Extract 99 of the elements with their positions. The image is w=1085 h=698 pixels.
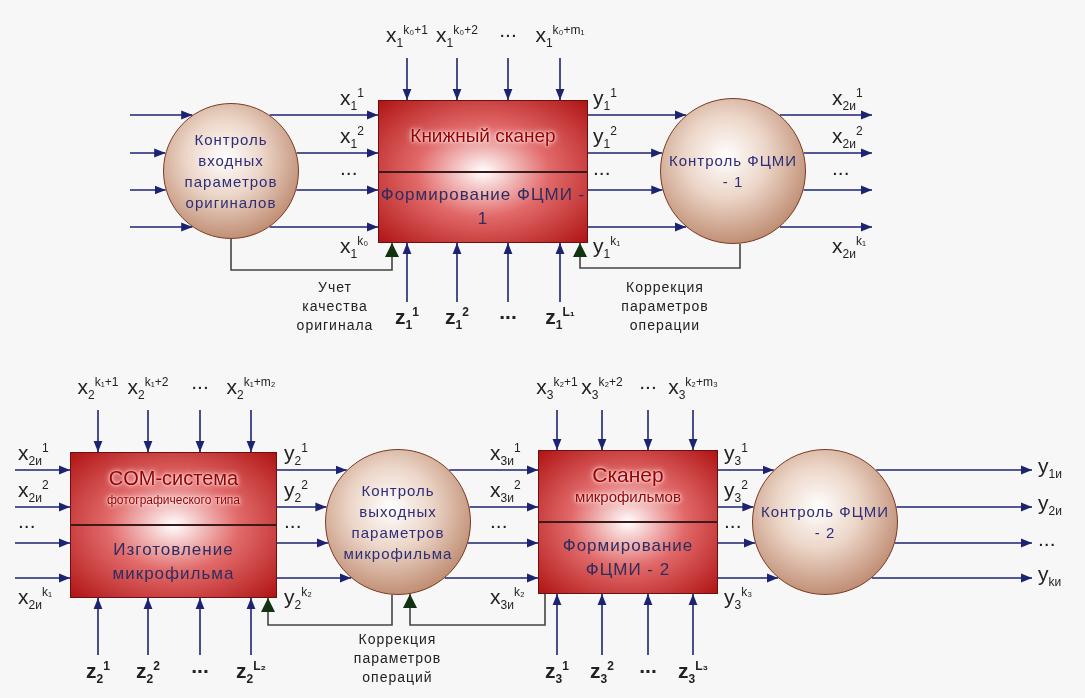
signal-label: y$_{1и}$ (1038, 454, 1062, 484)
signal-label: y$_{kи}$ (1038, 562, 1062, 592)
arrow (246, 409, 256, 453)
arrow (643, 409, 653, 451)
edge-label: Коррекция параметров операций (352, 630, 443, 687)
arrow (129, 148, 167, 158)
box-heading: Сканер (592, 464, 664, 486)
arrow (246, 597, 256, 656)
arrow (129, 222, 194, 232)
signal-label: ... (340, 156, 358, 180)
arrow (448, 465, 539, 475)
arrow (875, 465, 1033, 475)
arrow (552, 409, 562, 451)
arrow (14, 573, 71, 583)
arrow (643, 593, 653, 656)
arrow (195, 597, 205, 656)
arrow (295, 185, 379, 195)
signal-label: ... (1038, 527, 1056, 551)
arrow (717, 538, 756, 548)
arrow (587, 148, 664, 158)
arrow (802, 185, 873, 195)
signal-label: ... (191, 654, 209, 678)
arrow (717, 465, 775, 475)
signal-label: ... (284, 509, 302, 533)
signal-label: ... (639, 370, 657, 394)
feedback-arrow (402, 593, 546, 626)
process-box (538, 450, 718, 594)
node-label: Контроль ФЦМИ - 1 (667, 151, 799, 192)
box-heading: COM-система (108, 466, 239, 489)
feedback-arrow (260, 594, 393, 626)
arrow (503, 57, 513, 101)
node-label: Контроль выходных параметров микрофильма (342, 481, 454, 564)
box-heading: микрофильмов (575, 487, 681, 507)
process-box (70, 452, 277, 598)
arrow (503, 242, 513, 303)
arrow (195, 409, 205, 453)
arrow (802, 148, 873, 158)
box-text: Формирование ФЦМИ - 1 (379, 184, 587, 231)
arrow (444, 573, 539, 583)
box-text: Изготовление микрофильма (111, 538, 236, 585)
arrow (452, 242, 462, 303)
arrow (452, 57, 462, 101)
feedback-arrow (230, 238, 400, 271)
arrow (129, 110, 194, 120)
arrow (895, 502, 1033, 512)
arrow (276, 573, 352, 583)
arrow (555, 57, 565, 101)
signal-label: ... (593, 156, 611, 180)
signal-label: ... (499, 18, 517, 42)
feedback-arrow (572, 242, 741, 269)
arrow (276, 465, 348, 475)
arrow (14, 538, 71, 548)
arrow (779, 222, 873, 232)
node-label: Контроль входных параметров оригиналов (183, 130, 279, 213)
edge-label: Учет качества оригинала (295, 278, 375, 335)
arrow (894, 538, 1033, 548)
arrow (587, 110, 687, 120)
arrow (587, 222, 687, 232)
node-label: Контроль ФЦМИ - 2 (759, 502, 891, 543)
arrow (129, 185, 167, 195)
arrow (717, 502, 755, 512)
arrow (143, 597, 153, 656)
arrow (597, 409, 607, 451)
arrow (93, 409, 103, 453)
arrow (143, 409, 153, 453)
process-box (378, 100, 588, 243)
arrow (268, 110, 379, 120)
arrow (688, 409, 698, 451)
signal-label: y$_{2и}$ (1038, 491, 1062, 521)
arrow (779, 110, 873, 120)
signal-label: ... (490, 509, 508, 533)
arrow (467, 538, 539, 548)
arrow (552, 593, 562, 656)
box-heading: фотографического типа (106, 491, 241, 509)
arrow (402, 57, 412, 101)
signal-label: ... (18, 509, 36, 533)
arrow (14, 465, 71, 475)
box-heading: Книжный сканер (410, 124, 556, 147)
arrow (276, 502, 328, 512)
arrow (871, 573, 1033, 583)
arrow (688, 593, 698, 656)
arrow (268, 222, 379, 232)
arrow (276, 538, 329, 548)
signal-label: ... (832, 156, 850, 180)
signal-label: ... (639, 654, 657, 678)
arrow (555, 242, 565, 303)
signal-label: ... (499, 300, 517, 324)
arrow (468, 502, 539, 512)
signal-label: ... (191, 370, 209, 394)
arrow (717, 573, 779, 583)
arrow (93, 597, 103, 656)
arrow (402, 242, 412, 303)
arrow (587, 185, 664, 195)
signal-label: ... (724, 509, 742, 533)
box-text: Формирование ФЦМИ - 2 (561, 535, 695, 581)
arrow (295, 148, 379, 158)
edge-label: Коррекция параметров операции (620, 278, 710, 335)
arrow (14, 502, 71, 512)
arrow (597, 593, 607, 656)
